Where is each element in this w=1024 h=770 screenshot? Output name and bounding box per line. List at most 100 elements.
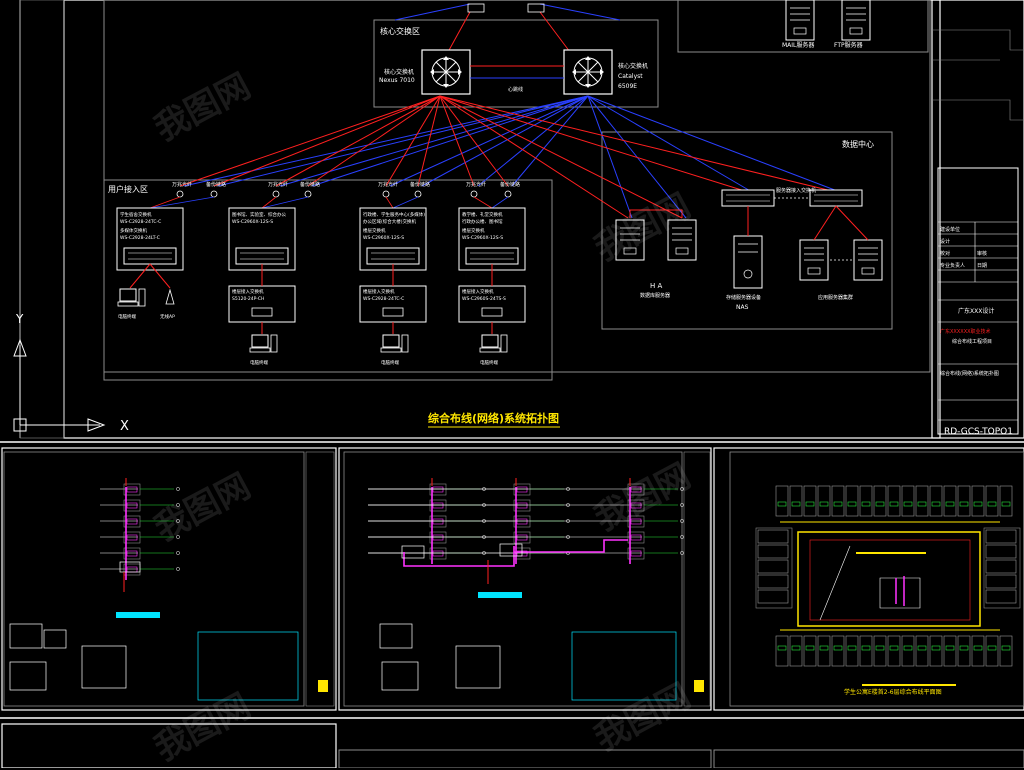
nas-icon — [733, 235, 763, 289]
app-cluster-caption: 应用服务器集群 — [818, 294, 853, 301]
uplink-red — [275, 95, 441, 187]
main-cabinet-icon — [401, 545, 425, 559]
uplink-blue — [511, 95, 589, 187]
access-group-text: 行政楼、学生服务中心(多媒体) — [363, 211, 425, 218]
uplink-label: 万兆光纤 — [378, 181, 398, 188]
core-switch-1-label-1: 核心交换机 — [384, 68, 414, 76]
dorm-room — [831, 635, 845, 667]
sub-switch-model: WS-C2928-24TC-C — [363, 296, 404, 302]
axis-y-label: Y — [15, 312, 24, 326]
dc-switch-label: 服务器接入交换机 — [776, 187, 816, 194]
dorm-room — [985, 589, 1017, 604]
dc-link-red — [439, 95, 749, 193]
uplink-blue — [421, 95, 589, 187]
connector-icon — [414, 190, 422, 198]
ftp-server-label: FTP服务器 — [834, 41, 863, 49]
uplink-blue — [311, 95, 589, 187]
connector-icon — [304, 190, 312, 198]
dorm-room — [803, 485, 817, 517]
connector-icon — [382, 190, 390, 198]
ha-label: H A — [650, 282, 662, 290]
uplink-label: 备份链路 — [300, 181, 320, 188]
sub-switch-label: 楼层接入交换机 — [232, 288, 264, 295]
access-switch-icon — [123, 247, 177, 265]
access-groups: 学生宿舍交换机WS-C2928-24TC-C多媒体交换机WS-C2928-24L… — [116, 207, 526, 366]
drop-line — [392, 196, 419, 209]
access-group-text: 行政办公楼、图书馆 — [462, 218, 503, 225]
dorm-room — [873, 635, 887, 667]
uplink-lines — [179, 95, 841, 219]
title-block-row-3: 校对 — [940, 250, 950, 257]
riser-diagram-2 — [368, 478, 684, 584]
uplink-red — [417, 95, 441, 187]
dorm-room — [887, 635, 901, 667]
pc-terminal-label: 电脑终端 — [480, 359, 498, 366]
uplink-labels: 万兆光纤备份链路万兆光纤备份链路万兆光纤备份链路万兆光纤备份链路 — [149, 181, 520, 209]
sheet-2-legend — [379, 592, 704, 701]
access-group-text: 楼层交换机 — [462, 227, 485, 234]
core-zone-box — [373, 19, 659, 108]
dorm-room — [873, 485, 887, 517]
dorm-room — [887, 485, 901, 517]
dorm-room — [985, 485, 999, 517]
access-group: 学生宿舍交换机WS-C2928-24TC-C多媒体交换机WS-C2928-24L… — [116, 207, 184, 320]
sub-switch-model: S5120-24P-CH — [232, 296, 264, 302]
sub-switch-model: WS-C2960S-24TS-S — [462, 296, 506, 302]
core-switch-1-label-2: Nexus 7010 — [379, 77, 415, 84]
core-link-label: 心跳线 — [508, 86, 523, 93]
core-switch-2-label-3: 6509E — [618, 83, 637, 90]
drop-line — [473, 196, 493, 209]
uplink-label: 备份链路 — [500, 181, 520, 188]
uplink-blue — [217, 95, 589, 187]
core-switch-2-icon — [563, 49, 613, 95]
access-group-text: WS-C2960X-12S-S — [462, 235, 503, 241]
dorm-room — [915, 635, 929, 667]
access-group-text: 办公区域(综合大楼)交换机 — [363, 218, 417, 225]
core-switch-1-icon — [421, 49, 471, 95]
dorm-room — [789, 635, 803, 667]
drop-line — [491, 196, 509, 209]
access-group-text: WS-C2960X-12S-S — [232, 219, 273, 225]
app-server-1-icon — [799, 239, 829, 281]
ftp-server-icon — [841, 0, 871, 41]
sub-switch-icon — [481, 307, 503, 317]
drop-line — [149, 196, 181, 209]
dorm-room — [901, 485, 915, 517]
access-group: 行政楼、学生服务中心(多媒体)办公区域(综合大楼)交换机楼层交换机WS-C296… — [359, 207, 427, 366]
dorm-room — [957, 635, 971, 667]
sub-switch-icon — [251, 307, 273, 317]
uplink-label: 万兆光纤 — [172, 181, 192, 188]
dorm-room — [985, 635, 999, 667]
dorm-room — [971, 485, 985, 517]
drop-line — [385, 196, 394, 209]
uplink-red — [179, 95, 441, 187]
dc-link-red — [439, 95, 683, 219]
mail-server-icon — [785, 0, 815, 41]
dorm-room — [803, 635, 817, 667]
bottom-sheets: 学生公寓E楼首2-6层综合布线平面图 — [0, 441, 1024, 768]
floor-plan — [755, 485, 1021, 686]
uplink-label: 备份链路 — [410, 181, 430, 188]
server-zone-box — [677, 0, 929, 53]
connector-icon — [504, 190, 512, 198]
connector-icon — [272, 190, 280, 198]
dorm-room — [817, 485, 831, 517]
uplink-red — [307, 95, 441, 187]
pc-terminal-icon — [380, 334, 409, 353]
title-block-company: 广东XXX设计 — [958, 307, 994, 315]
access-group-text: 多媒体交换机 — [120, 227, 147, 234]
title-block-project-1: 广东XXXXXX职业技术 — [940, 328, 991, 335]
wireless-ap-icon — [165, 288, 175, 305]
core-zone-label: 核心交换区 — [380, 26, 420, 36]
drop-line — [149, 196, 215, 209]
ucs-axis-icon: Y X — [13, 312, 129, 434]
title-block-row-4: 专业负责人 — [940, 262, 965, 269]
mail-server-label: MAIL服务器 — [782, 41, 814, 49]
dorm-room — [901, 635, 915, 667]
uplink-red — [213, 95, 441, 187]
dorm-room — [817, 635, 831, 667]
dorm-room — [789, 485, 803, 517]
dorm-room — [757, 559, 789, 574]
dorm-room — [757, 529, 789, 544]
title-block-project-2: 综合布线工程项目 — [952, 338, 992, 345]
